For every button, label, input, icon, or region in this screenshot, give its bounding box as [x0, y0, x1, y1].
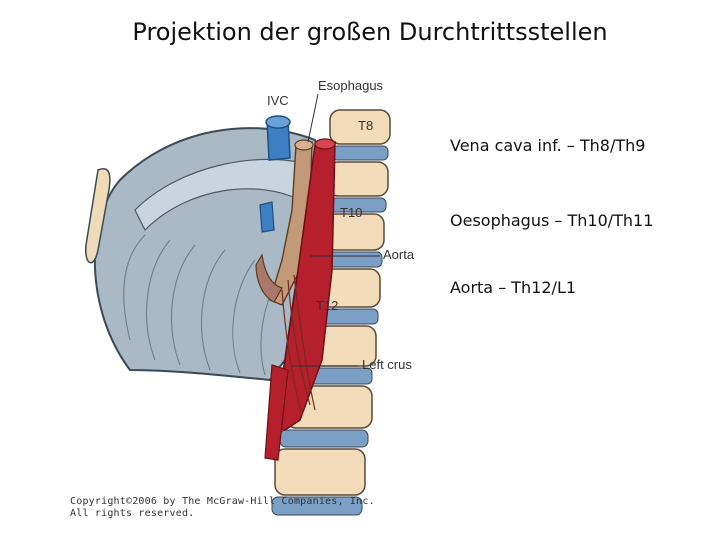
label-esophagus: Esophagus	[318, 78, 383, 93]
slide-title: Projektion der großen Durchtrittsstellen	[0, 18, 720, 46]
label-t12: T12	[316, 298, 338, 313]
copyright-line-1: Copyright©2006 by The McGraw-Hill Compan…	[70, 496, 375, 508]
legend-esophagus: Oesophagus – Th10/Th11	[450, 211, 653, 230]
label-t8: T8	[358, 118, 373, 133]
diaphragm-illustration	[60, 70, 440, 540]
label-aorta: Aorta	[383, 247, 414, 262]
label-left-crus: Left crus	[362, 357, 412, 372]
label-t10: T10	[340, 205, 362, 220]
legend-aorta: Aorta – Th12/L1	[450, 278, 576, 297]
legend-ivc: Vena cava inf. – Th8/Th9	[450, 136, 645, 155]
label-ivc: IVC	[267, 93, 289, 108]
copyright-line-2: All rights reserved.	[70, 508, 375, 520]
copyright-notice: Copyright©2006 by The McGraw-Hill Compan…	[70, 496, 375, 520]
